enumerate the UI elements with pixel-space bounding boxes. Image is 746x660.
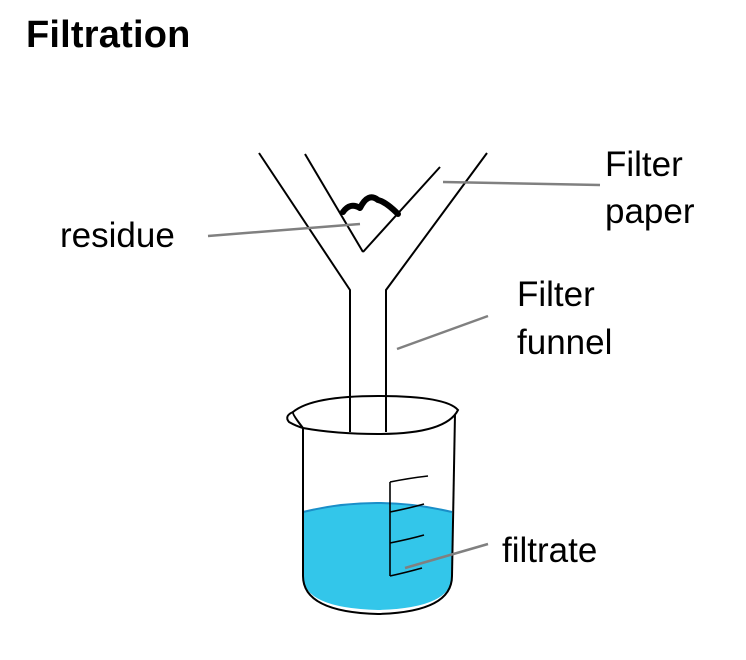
label-filtrate: filtrate <box>502 531 597 570</box>
residue-leader-line <box>207 222 361 238</box>
funnel-outer-right <box>385 152 488 432</box>
filtrate-leader-line <box>404 542 489 570</box>
funnel-outer-left <box>258 152 351 432</box>
label-filter-funnel-line2: funnel <box>517 323 612 362</box>
filter-funnel-leader-line <box>396 314 489 351</box>
funnel-inner-left <box>304 153 364 253</box>
residue-deposit <box>340 194 401 217</box>
label-filter-paper-line2: paper <box>605 192 695 231</box>
filtrate-surface-line <box>302 502 453 513</box>
funnel-inner-right <box>362 166 441 253</box>
leader-lines <box>207 180 601 570</box>
beaker-spout <box>286 411 304 429</box>
label-filter-paper-line1: Filter <box>605 145 683 184</box>
beaker-rim <box>291 394 460 436</box>
beaker <box>286 394 460 616</box>
label-filter-funnel-line1: Filter <box>517 275 595 314</box>
filter-funnel <box>258 152 488 432</box>
beaker-right-wall <box>451 413 456 577</box>
filtrate-liquid <box>303 503 452 610</box>
beaker-base <box>302 575 453 616</box>
label-residue: residue <box>60 216 175 255</box>
filter-paper-leader-line <box>442 180 601 187</box>
page-title: Filtration <box>26 14 191 56</box>
beaker-graduation-scale <box>389 475 429 577</box>
